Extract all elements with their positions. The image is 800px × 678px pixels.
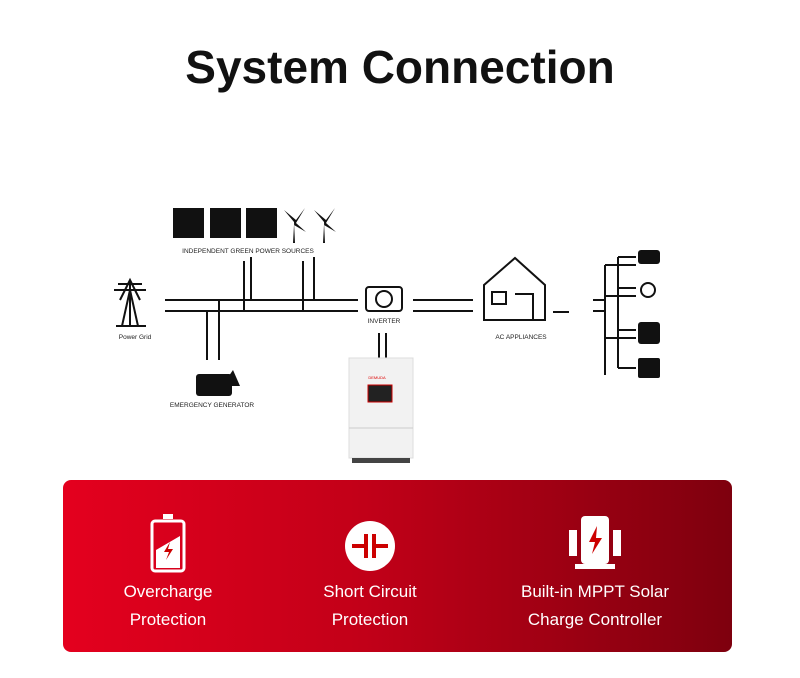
brand-logo: DEMUDA	[368, 375, 386, 380]
feature-line1: Overcharge	[123, 582, 213, 601]
label-generator: EMERGENCY GENERATOR	[169, 402, 255, 409]
label-green-sources: INDEPENDENT GREEN POWER SOURCES	[182, 248, 314, 255]
inverter-device-image	[348, 357, 414, 463]
short-circuit-icon	[260, 510, 480, 574]
feature-line1: Built-in MPPT Solar	[520, 582, 669, 601]
feature-short-circuit: Short Circuit Protection	[260, 480, 480, 634]
label-inverter: INVERTER	[367, 318, 401, 325]
label-power-grid: Power Grid	[118, 334, 152, 341]
system-diagram	[114, 208, 660, 463]
label-ac-appliances: AC APPLIANCES	[495, 334, 547, 341]
feature-line2: Charge Controller	[527, 610, 663, 629]
battery-charge-icon	[58, 510, 278, 574]
feature-line2: Protection	[129, 610, 207, 629]
feature-line2: Protection	[331, 610, 409, 629]
features-panel: Overcharge Protection Short Circuit Prot…	[63, 480, 732, 652]
feature-line1: Short Circuit	[323, 582, 417, 601]
mppt-controller-icon	[485, 510, 705, 574]
feature-mppt: Built-in MPPT Solar Charge Controller	[485, 480, 705, 634]
feature-overcharge: Overcharge Protection	[58, 480, 278, 634]
page-title: System Connection	[185, 41, 615, 93]
